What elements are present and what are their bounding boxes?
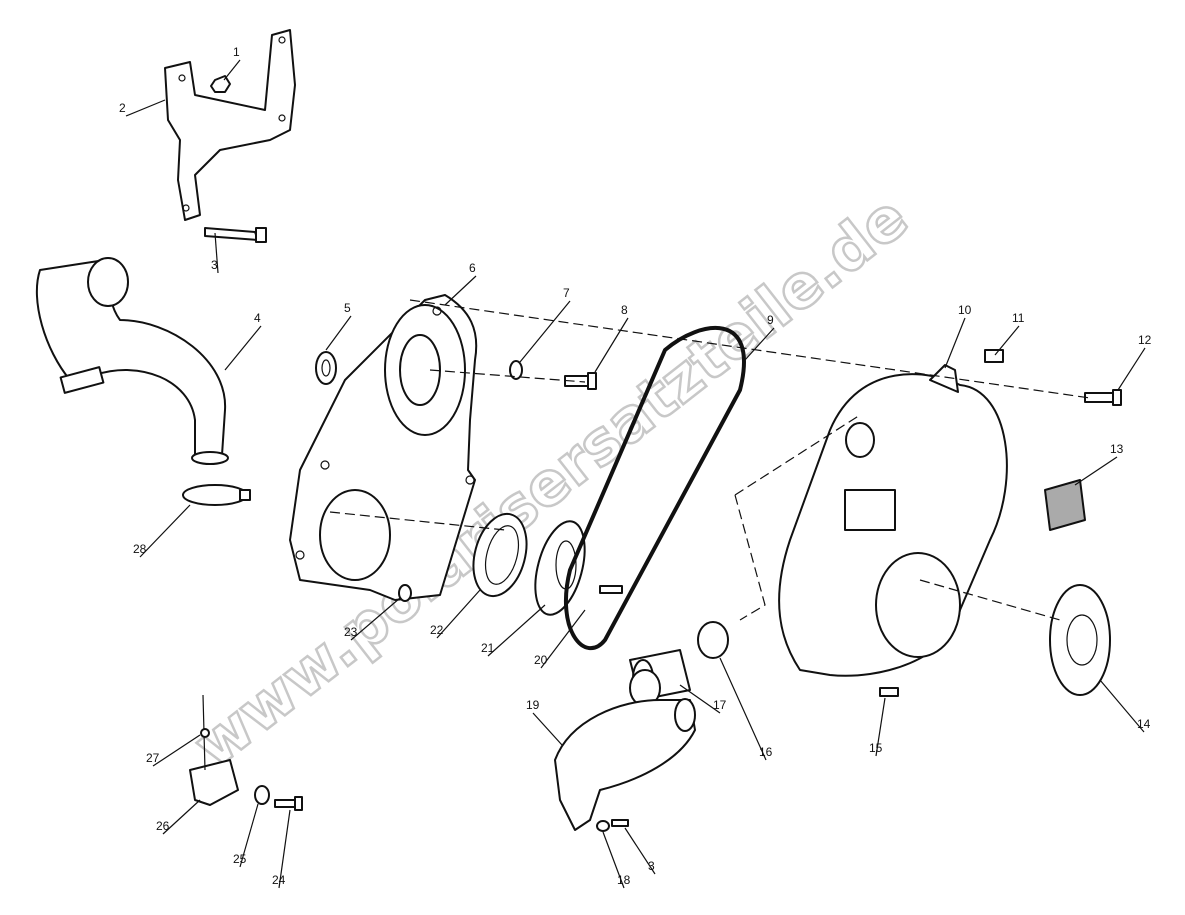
rod-27	[200, 694, 210, 771]
callout-25: 25	[233, 852, 247, 866]
screw-20	[599, 585, 623, 594]
callout-15: 15	[869, 741, 883, 755]
drive-belt	[563, 325, 746, 651]
leader-line	[944, 317, 966, 369]
leader-line	[223, 59, 241, 81]
washer-18	[596, 820, 610, 832]
leader-line	[325, 315, 352, 351]
gasket-14	[1049, 584, 1111, 696]
callout-13: 13	[1110, 442, 1124, 456]
leader-line	[162, 799, 201, 835]
leader-line	[224, 325, 262, 371]
callout-28: 28	[133, 542, 147, 556]
screw-12	[1084, 389, 1122, 406]
outer-cover	[778, 364, 1008, 677]
leader-line	[436, 589, 481, 639]
leader-line	[532, 712, 563, 746]
callout-16: 16	[759, 745, 773, 759]
leader-line	[125, 99, 166, 117]
bracket-26	[189, 759, 239, 806]
callout-2: 2	[119, 101, 126, 115]
callout-5: 5	[344, 301, 351, 315]
leader-line	[719, 657, 767, 761]
leader-line	[519, 300, 571, 363]
clamp-16a	[697, 621, 729, 659]
callout-6: 6	[469, 261, 476, 275]
callout-4: 4	[254, 311, 261, 325]
callout-17: 17	[713, 698, 727, 712]
leader-line	[1074, 456, 1118, 486]
callout-20: 20	[534, 653, 548, 667]
watermark: www.polarisersatzteile.de	[181, 182, 921, 781]
leader-line	[875, 697, 886, 757]
leader-line	[139, 504, 191, 558]
callout-9: 9	[767, 313, 774, 327]
washer-5	[315, 351, 337, 385]
callout-27: 27	[146, 751, 160, 765]
callout-1: 1	[233, 45, 240, 59]
seal-22	[472, 512, 528, 598]
callout-3: 3	[648, 859, 655, 873]
leader-line	[487, 604, 546, 657]
callout-24: 24	[272, 873, 286, 887]
leader-line	[679, 684, 721, 714]
mounting-bracket	[164, 29, 296, 221]
decal-11	[984, 349, 1004, 363]
leader-line	[239, 803, 259, 868]
leader-line	[1099, 679, 1145, 733]
callout-22: 22	[430, 623, 444, 637]
bolt-24	[274, 796, 303, 811]
callout-7: 7	[563, 286, 570, 300]
leader-line	[214, 232, 219, 274]
callout-21: 21	[481, 641, 495, 655]
bolt-8	[564, 372, 597, 390]
washer-23	[398, 584, 412, 602]
callout-10: 10	[958, 303, 972, 317]
leader-line	[350, 597, 401, 641]
leader-line	[602, 831, 625, 889]
intake-duct	[35, 257, 229, 465]
decal-13	[1044, 479, 1086, 531]
callout-19: 19	[526, 698, 540, 712]
callout-14: 14	[1137, 717, 1151, 731]
leader-line	[1117, 347, 1146, 391]
leader-line	[994, 325, 1020, 356]
leader-line	[278, 809, 291, 889]
duct-19	[554, 698, 696, 831]
washer-7	[509, 360, 523, 380]
leader-line	[444, 275, 477, 306]
callout-23: 23	[344, 625, 358, 639]
callout-11: 11	[1012, 311, 1025, 325]
leader-line	[594, 317, 629, 373]
leader-line	[152, 734, 201, 767]
inner-cover	[289, 294, 478, 601]
screw-15	[879, 687, 899, 697]
bolt	[204, 227, 267, 243]
callout-12: 12	[1138, 333, 1152, 347]
callout-18: 18	[617, 873, 631, 887]
leader-line	[540, 609, 586, 669]
nut	[210, 75, 231, 93]
seal-21	[534, 520, 586, 616]
callout-3: 3	[211, 258, 218, 272]
screw-3b	[611, 819, 629, 827]
callout-26: 26	[156, 819, 170, 833]
hose-clamp	[182, 484, 251, 506]
washer-25	[254, 785, 270, 805]
leader-line	[624, 827, 656, 875]
callout-8: 8	[621, 303, 628, 317]
leader-line	[744, 327, 775, 361]
